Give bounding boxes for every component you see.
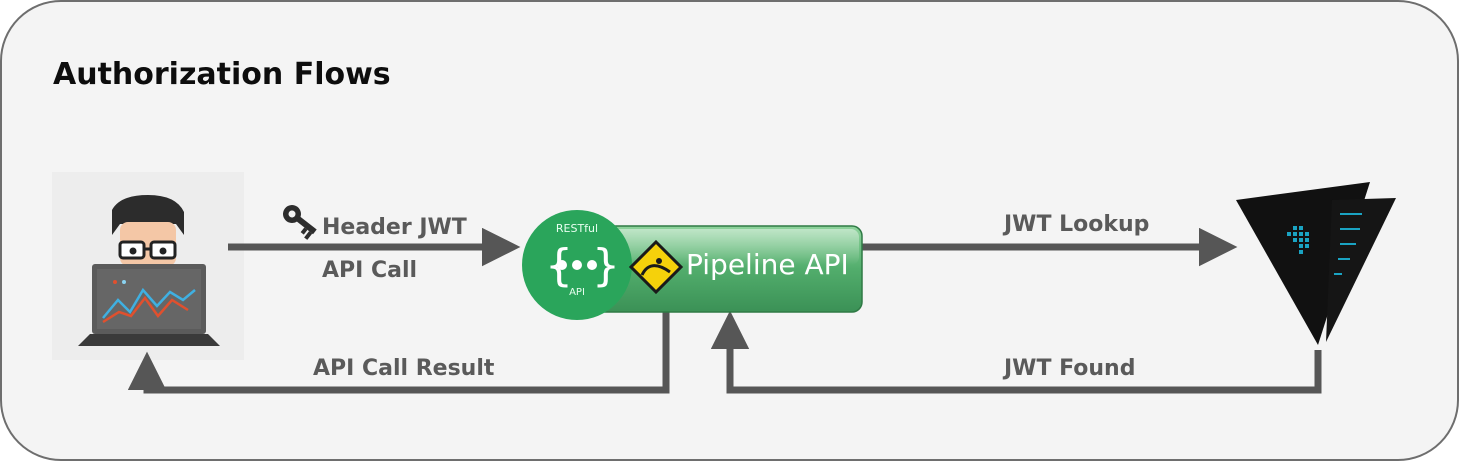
found-label: JWT Found (1004, 356, 1136, 381)
restful-badge-top: RESTful (555, 222, 599, 235)
road-sign-icon (628, 239, 684, 295)
restful-api-icon: { } (522, 210, 632, 320)
result-label: API Call Result (313, 356, 495, 381)
developer-at-laptop-icon (52, 172, 244, 360)
request-label-line2: API Call (322, 258, 418, 283)
lookup-label: JWT Lookup (1004, 212, 1150, 237)
key-icon (283, 205, 317, 240)
pipeline-api-label: Pipeline API (686, 248, 849, 281)
result-arrow (127, 308, 670, 394)
request-label-line1: Header JWT (322, 215, 467, 240)
diagram-title: Authorization Flows (53, 57, 391, 92)
found-arrow (710, 310, 1322, 394)
restful-badge-bottom: API (569, 287, 585, 298)
vault-logo-icon (1236, 182, 1396, 345)
